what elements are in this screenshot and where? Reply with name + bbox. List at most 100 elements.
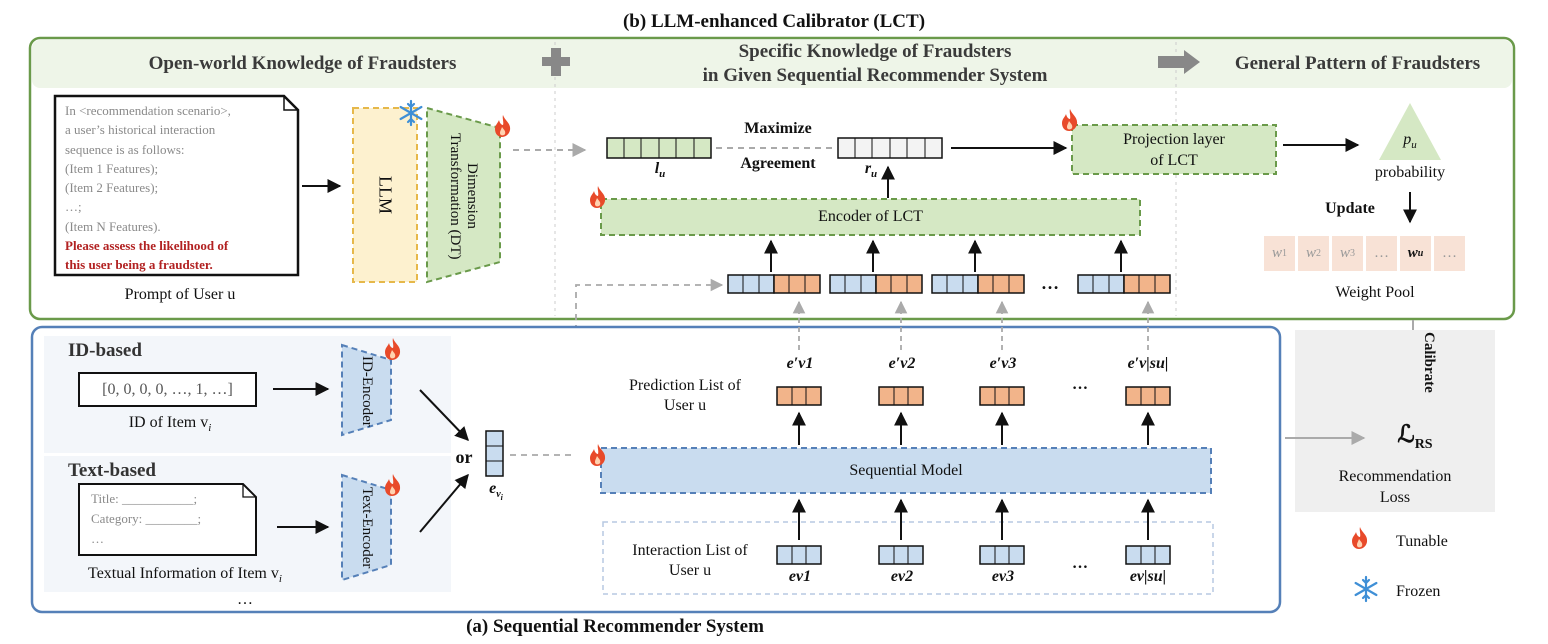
text-encoder-box <box>341 473 392 582</box>
text-caption: Textual Information of Item vi <box>50 565 320 585</box>
interaction-list-line1: Interaction List of <box>632 542 748 559</box>
weight-main: … <box>1374 245 1389 261</box>
interaction-item-label: ev1 <box>788 568 812 585</box>
text-field-line: … <box>91 531 104 546</box>
prompt-text: In <recommendation scenario>, a user’s h… <box>65 101 275 275</box>
prediction-vector-2 <box>878 386 924 406</box>
projection-label-line1: Projection layer <box>1123 131 1225 148</box>
weight-cell: … <box>1434 236 1465 271</box>
lct-encoder-box <box>600 198 1141 236</box>
more-inputs-dots: … <box>237 591 253 608</box>
prediction-list-label: Prediction List of User u <box>605 376 765 416</box>
frozen-legend-icon <box>1354 575 1378 603</box>
r-u-sub: u <box>871 168 878 181</box>
weight-sub: 1 <box>1282 248 1287 259</box>
weight-main: w <box>1407 245 1418 261</box>
probability-triangle <box>1379 103 1441 160</box>
interaction-list-label: Interaction List of User u <box>605 541 775 581</box>
plus-icon <box>542 48 570 76</box>
p-u-sub: u <box>1411 139 1417 152</box>
prompt-line: sequence is as follows: <box>65 141 185 157</box>
weight-main: … <box>1442 245 1457 261</box>
e-vi-label: evi <box>478 480 514 502</box>
weight-main: w <box>1271 245 1282 261</box>
p-u-label: pu <box>1390 131 1430 151</box>
prompt-caption: Prompt of User u <box>124 286 236 303</box>
projection-label: Projection layer of LCT <box>1072 129 1276 171</box>
l-u-label: lu <box>640 160 680 180</box>
prompt-line: (Item 2 Features); <box>65 180 159 196</box>
text-field-line: Title: ___________; <box>91 491 198 506</box>
weight-sub: 3 <box>1350 248 1355 259</box>
interaction-item-label: ev2 <box>890 568 914 585</box>
prediction-item-label: e′v2 <box>888 355 916 372</box>
prediction-dots: … <box>1072 376 1088 393</box>
or-label: or <box>455 447 473 467</box>
frozen-legend-label: Frozen <box>1396 583 1441 600</box>
e-vi-sub: v <box>496 489 501 501</box>
specific-header-line2: in Given Sequential Recommender System <box>702 65 1048 86</box>
text-encoder-label: Text-Encoder <box>359 487 375 569</box>
e-vi-vector <box>485 430 504 477</box>
interaction-vector-2 <box>878 545 924 565</box>
id-encoder-box <box>341 343 392 437</box>
prompt-line: a user’s historical interaction <box>65 122 216 138</box>
calibrate-label: Calibrate <box>1421 332 1437 393</box>
l-u-main: l <box>654 160 660 177</box>
lct-title: (b) LLM-enhanced Calibrator (LCT) <box>622 11 926 32</box>
text-based-label: Text-based <box>68 460 156 481</box>
prompt-line: In <recommendation scenario>, <box>65 103 231 118</box>
prompt-warning-line1: Please assess the likelihood of <box>65 238 229 254</box>
prediction-list-line2: User u <box>663 397 707 414</box>
e-vi-subsub: i <box>500 493 503 503</box>
probability-label: probability <box>1374 164 1446 181</box>
sequential-model-label: Sequential Model <box>849 461 963 479</box>
dt-label: Dimension Transformation (DT) <box>447 132 480 260</box>
text-caption-sub: i <box>278 573 282 586</box>
loss-symbol-main: ℒ <box>1397 422 1415 448</box>
text-fields: Title: ___________; Category: ________; … <box>91 489 201 549</box>
concat-vector-3 <box>931 274 1025 294</box>
tunable-legend-icon <box>1352 527 1368 549</box>
interaction-item-label: ev|su| <box>1129 568 1167 585</box>
loss-panel <box>1295 330 1495 512</box>
id-based-label: ID-based <box>68 340 142 361</box>
weight-main: w <box>1339 245 1350 261</box>
concat-vector-2 <box>829 274 923 294</box>
open-world-header: Open-world Knowledge of Fraudsters <box>148 53 457 74</box>
prediction-vector-4 <box>1125 386 1171 406</box>
id-caption-sub: i <box>208 422 212 435</box>
lct-header-band <box>32 40 1512 88</box>
general-header: General Pattern of Fraudsters <box>1234 53 1481 74</box>
specific-header-line1: Specific Knowledge of Fraudsters <box>738 41 1012 62</box>
prediction-item-label: e′v1 <box>786 355 814 372</box>
prediction-item-label: e′v3 <box>989 355 1017 372</box>
llm-box <box>352 107 418 283</box>
interaction-vector-3 <box>979 545 1025 565</box>
prompt-line: (Item 1 Features); <box>65 160 159 176</box>
update-label: Update <box>1325 200 1375 217</box>
r-u-vector <box>837 137 943 159</box>
prediction-item-label: e′v|su| <box>1127 355 1169 372</box>
projection-label-line2: of LCT <box>1150 152 1198 169</box>
id-caption: ID of Item vi <box>80 414 260 434</box>
interaction-item-label: ev3 <box>991 568 1015 585</box>
weight-main: w <box>1305 245 1316 261</box>
text-field-line: Category: ________; <box>91 511 202 526</box>
weight-sub: u <box>1417 248 1424 259</box>
prompt-line: …; <box>65 199 82 215</box>
id-encoder-label: ID-Encoder <box>359 355 375 427</box>
loss-symbol-sub: RS <box>1414 436 1433 452</box>
dt-box <box>426 106 501 284</box>
prompt-box <box>53 94 300 277</box>
loss-symbol: ℒRS <box>1370 420 1460 453</box>
id-vector-label: [0, 0, 0, 0, …, 1, …] <box>102 380 233 398</box>
weight-cell: … <box>1366 236 1397 271</box>
interaction-list-line2: User u <box>668 562 712 579</box>
r-u-label: ru <box>851 160 891 180</box>
prompt-line: (Item N Features). <box>65 218 161 234</box>
weight-sub: 2 <box>1316 248 1321 259</box>
text-info-box <box>78 483 257 556</box>
